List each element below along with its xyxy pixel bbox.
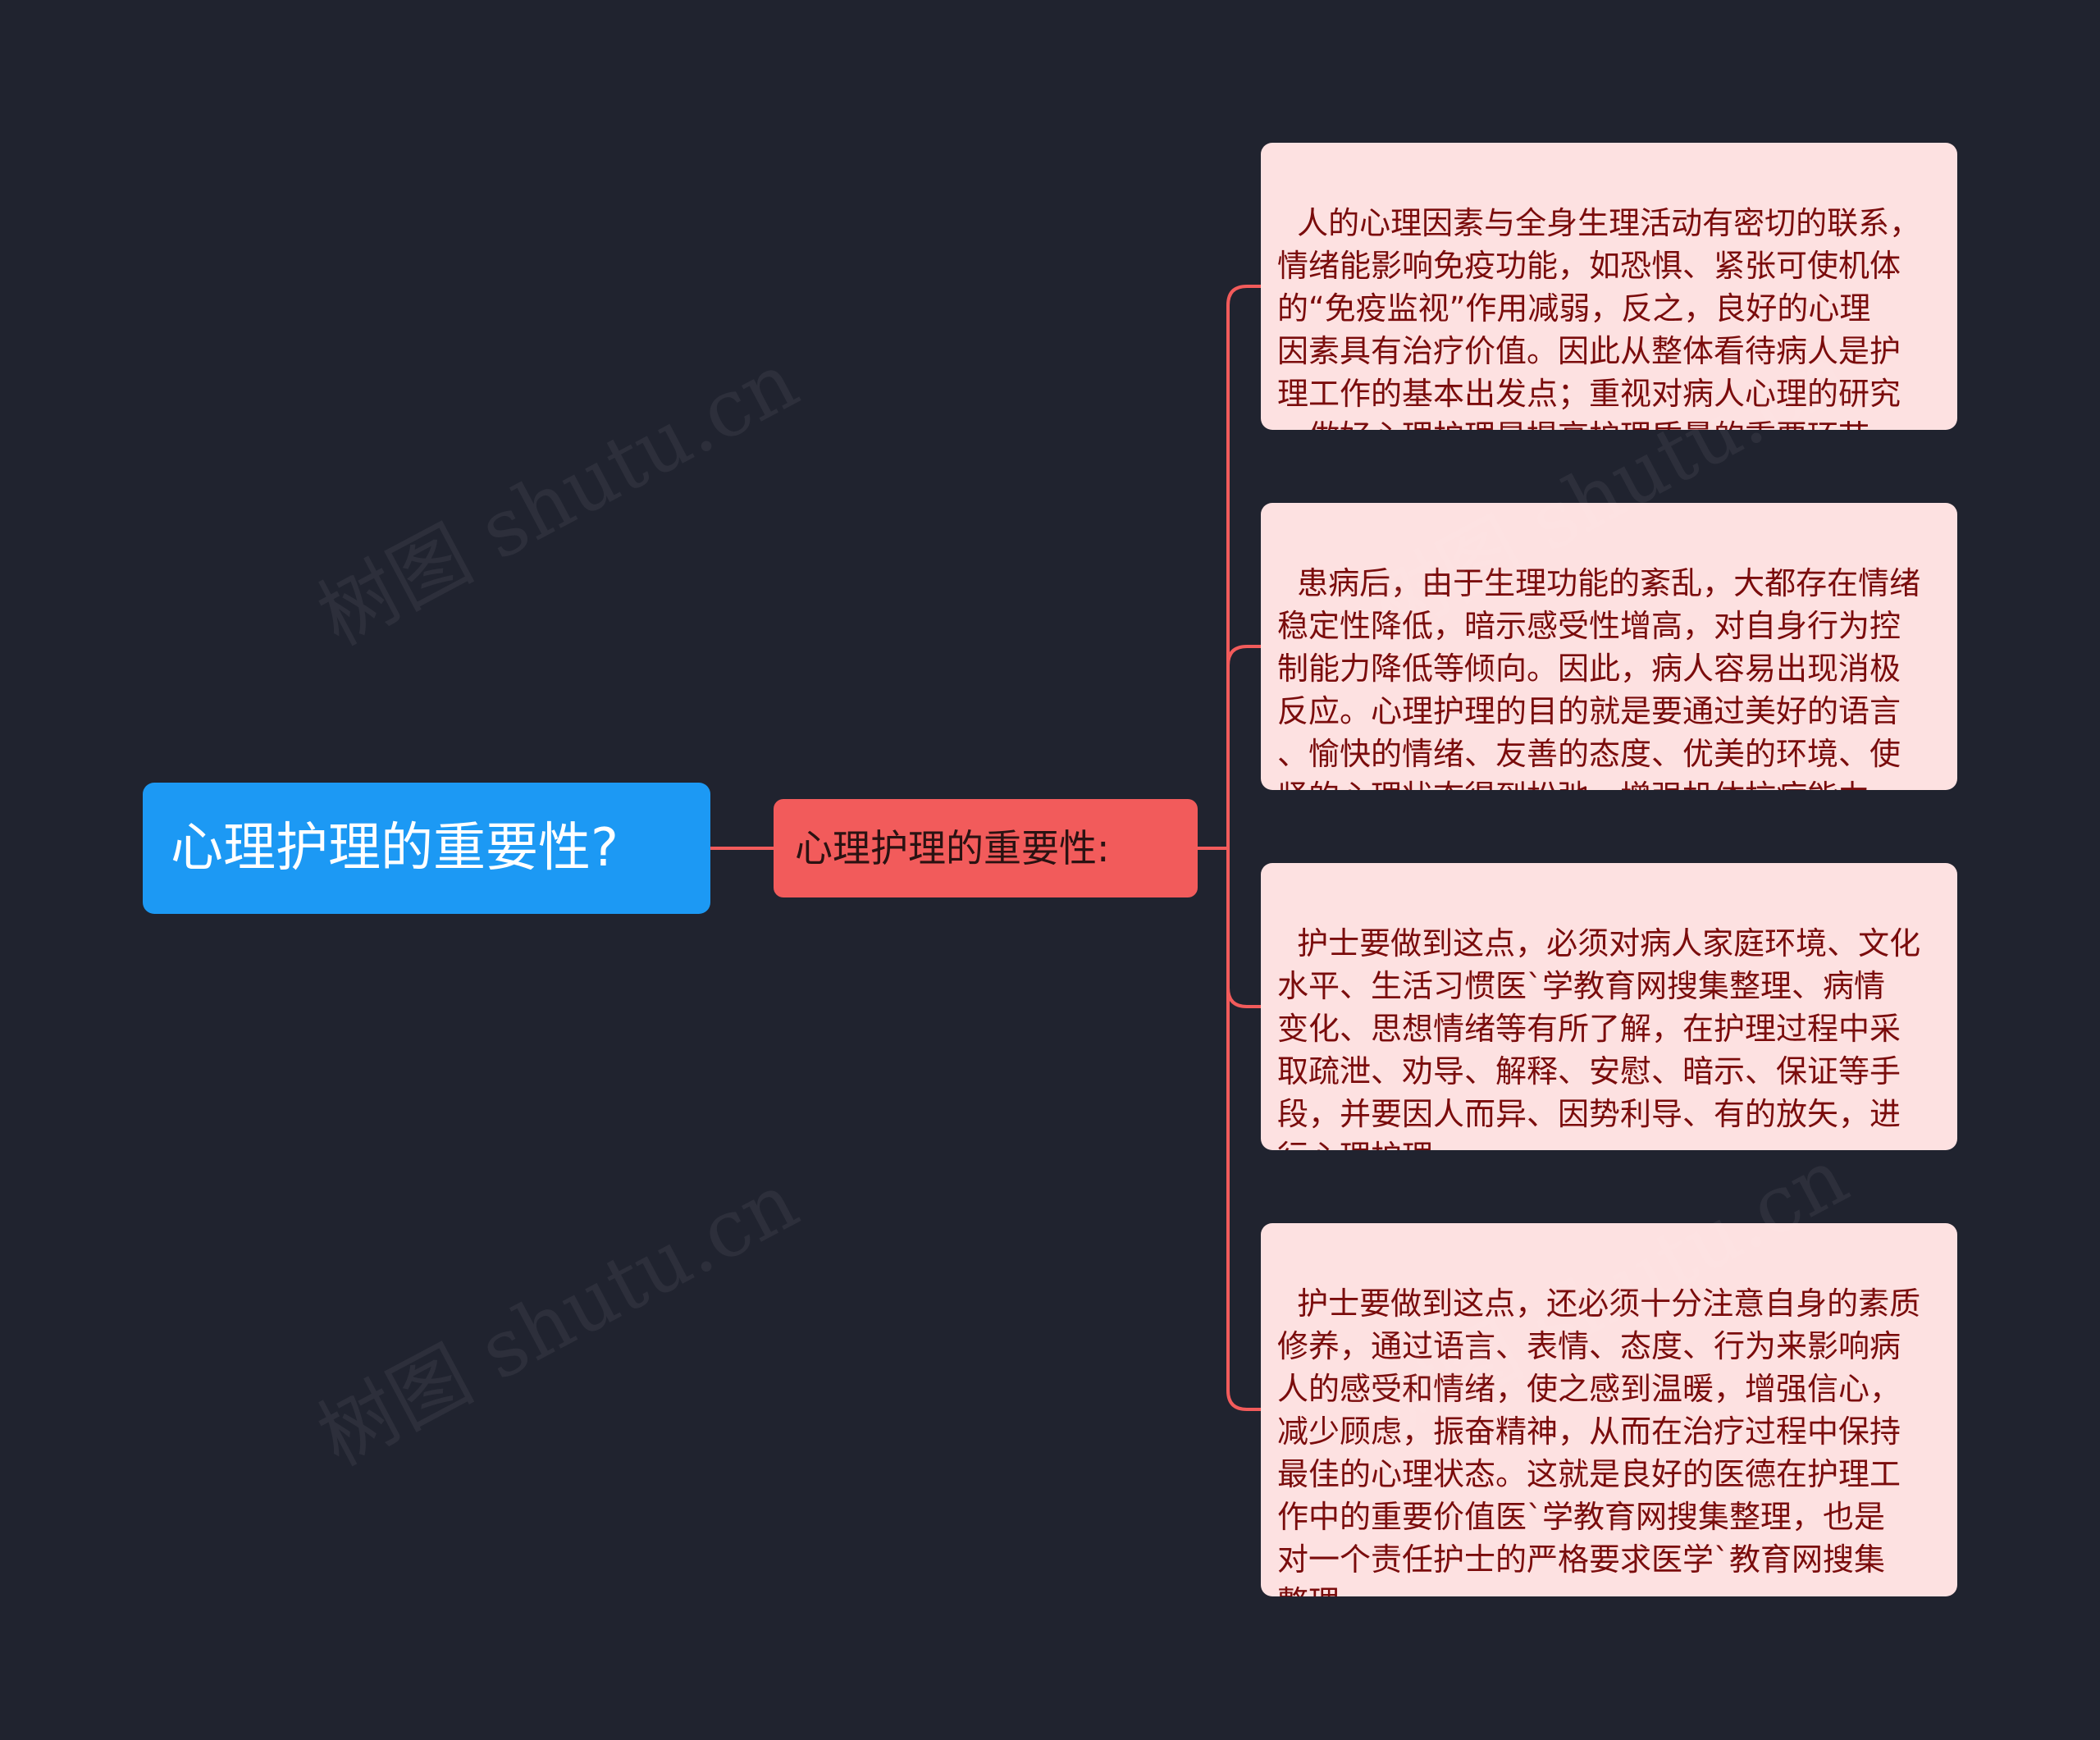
leaf-topic-4-text: 护士要做到这点，还必须十分注意自身的素质 修养，通过语言、表情、态度、行为来影响… <box>1277 1286 1921 1596</box>
branch-topic[interactable]: 心理护理的重要性: <box>774 799 1198 897</box>
root-topic-label: 心理护理的重要性? <box>171 818 619 879</box>
connector-leaf-3 <box>1226 848 1261 1008</box>
leaf-topic-1[interactable]: 人的心理因素与全身生理活动有密切的联系， 情绪能影响免疫功能，如恐惧、紧张可使机… <box>1261 143 1957 430</box>
connector-leaf-2 <box>1226 645 1261 848</box>
root-topic[interactable]: 心理护理的重要性? <box>143 783 710 914</box>
leaf-topic-3[interactable]: 护士要做到这点，必须对病人家庭环境、文化 水平、生活习惯医`学教育网搜集整理、病… <box>1261 863 1957 1150</box>
branch-topic-label: 心理护理的重要性: <box>795 826 1110 870</box>
leaf-topic-2[interactable]: 患病后，由于生理功能的紊乱，大都存在情绪 稳定性降低，暗示感受性增高，对自身行为… <box>1261 503 1957 790</box>
leaf-topic-4[interactable]: 护士要做到这点，还必须十分注意自身的素质 修养，通过语言、表情、态度、行为来影响… <box>1261 1223 1957 1596</box>
connector-leaf-4 <box>1226 848 1261 1411</box>
leaf-topic-3-text: 护士要做到这点，必须对病人家庭环境、文化 水平、生活习惯医`学教育网搜集整理、病… <box>1277 925 1921 1150</box>
watermark: 树图 shutu.cn <box>304 335 812 664</box>
watermark: 树图 shutu.cn <box>304 1155 812 1484</box>
leaf-topic-1-text: 人的心理因素与全身生理活动有密切的联系， 情绪能影响免疫功能，如恐惧、紧张可使机… <box>1277 205 1921 430</box>
connector-leaf-1 <box>1226 285 1261 848</box>
leaf-topic-2-text: 患病后，由于生理功能的紊乱，大都存在情绪 稳定性降低，暗示感受性增高，对自身行为… <box>1277 565 1921 790</box>
